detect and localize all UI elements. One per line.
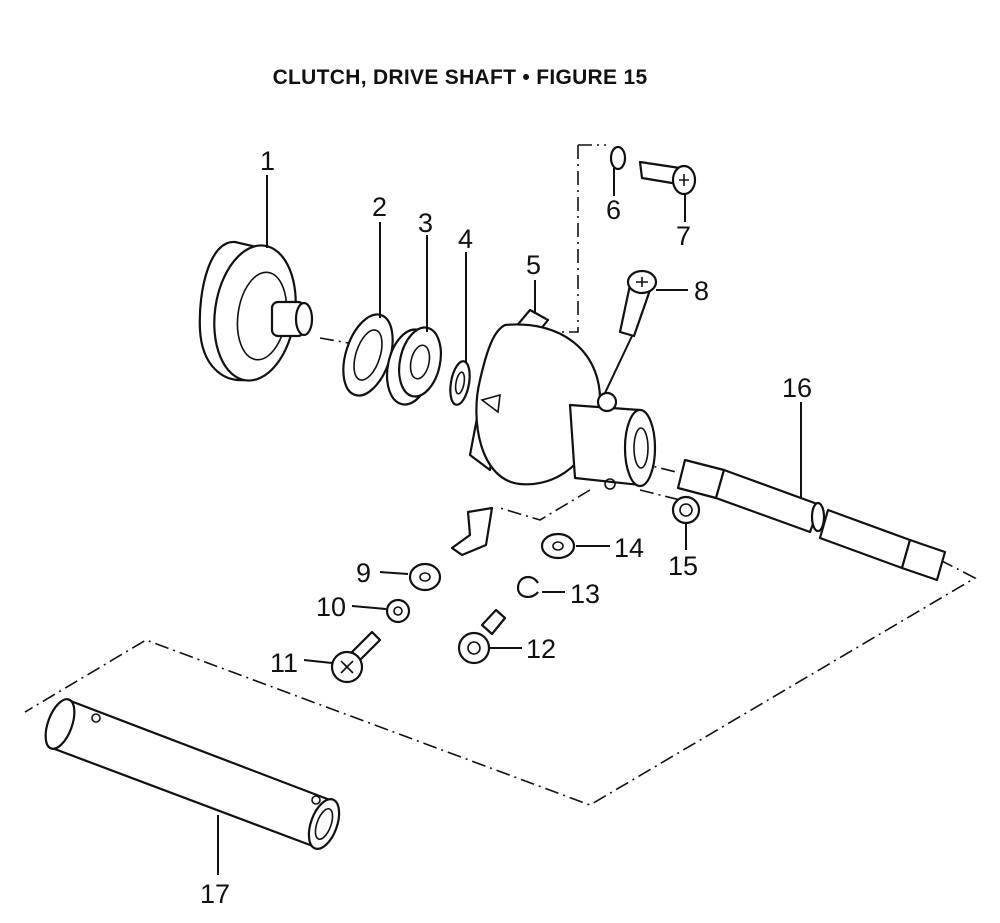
callout-15: 15 [668, 551, 698, 581]
leader-lines [217, 168, 802, 875]
callout-9: 9 [356, 558, 371, 588]
lock-washer-10 [385, 598, 411, 624]
clip-13 [516, 575, 539, 598]
callout-8: 8 [694, 276, 709, 306]
callout-10: 10 [316, 592, 346, 622]
flat-washer-9 [408, 562, 442, 592]
figure-title: CLUTCH, DRIVE SHAFT • FIGURE 15 [272, 66, 648, 89]
clutch-drum [198, 240, 314, 382]
drive-tube [44, 698, 341, 850]
screw-7 [638, 160, 697, 196]
callout-4: 4 [458, 224, 473, 254]
washer-14 [540, 532, 576, 560]
washer-15 [671, 495, 701, 525]
callout-17: 17 [200, 879, 230, 909]
callout-12: 12 [526, 634, 556, 664]
snap-ring [449, 360, 471, 406]
callout-6: 6 [606, 195, 621, 225]
callout-2: 2 [372, 192, 387, 222]
callout-16: 16 [782, 373, 812, 403]
callout-3: 3 [418, 208, 433, 238]
screw-11 [330, 630, 382, 684]
callout-11: 11 [270, 648, 298, 678]
callout-labels: 1 2 3 4 5 6 7 8 9 10 11 12 13 14 15 16 1… [200, 146, 812, 909]
gear-housing [468, 308, 657, 490]
callout-13: 13 [570, 579, 600, 609]
bolt-8 [618, 269, 658, 338]
callout-14: 14 [614, 533, 644, 563]
callout-1: 1 [260, 146, 275, 176]
retaining-clip [609, 145, 627, 171]
clutch-shoe [450, 506, 494, 557]
callout-5: 5 [526, 250, 541, 280]
bolt-12 [457, 608, 507, 665]
callout-7: 7 [676, 221, 691, 251]
drive-shaft [676, 458, 947, 582]
